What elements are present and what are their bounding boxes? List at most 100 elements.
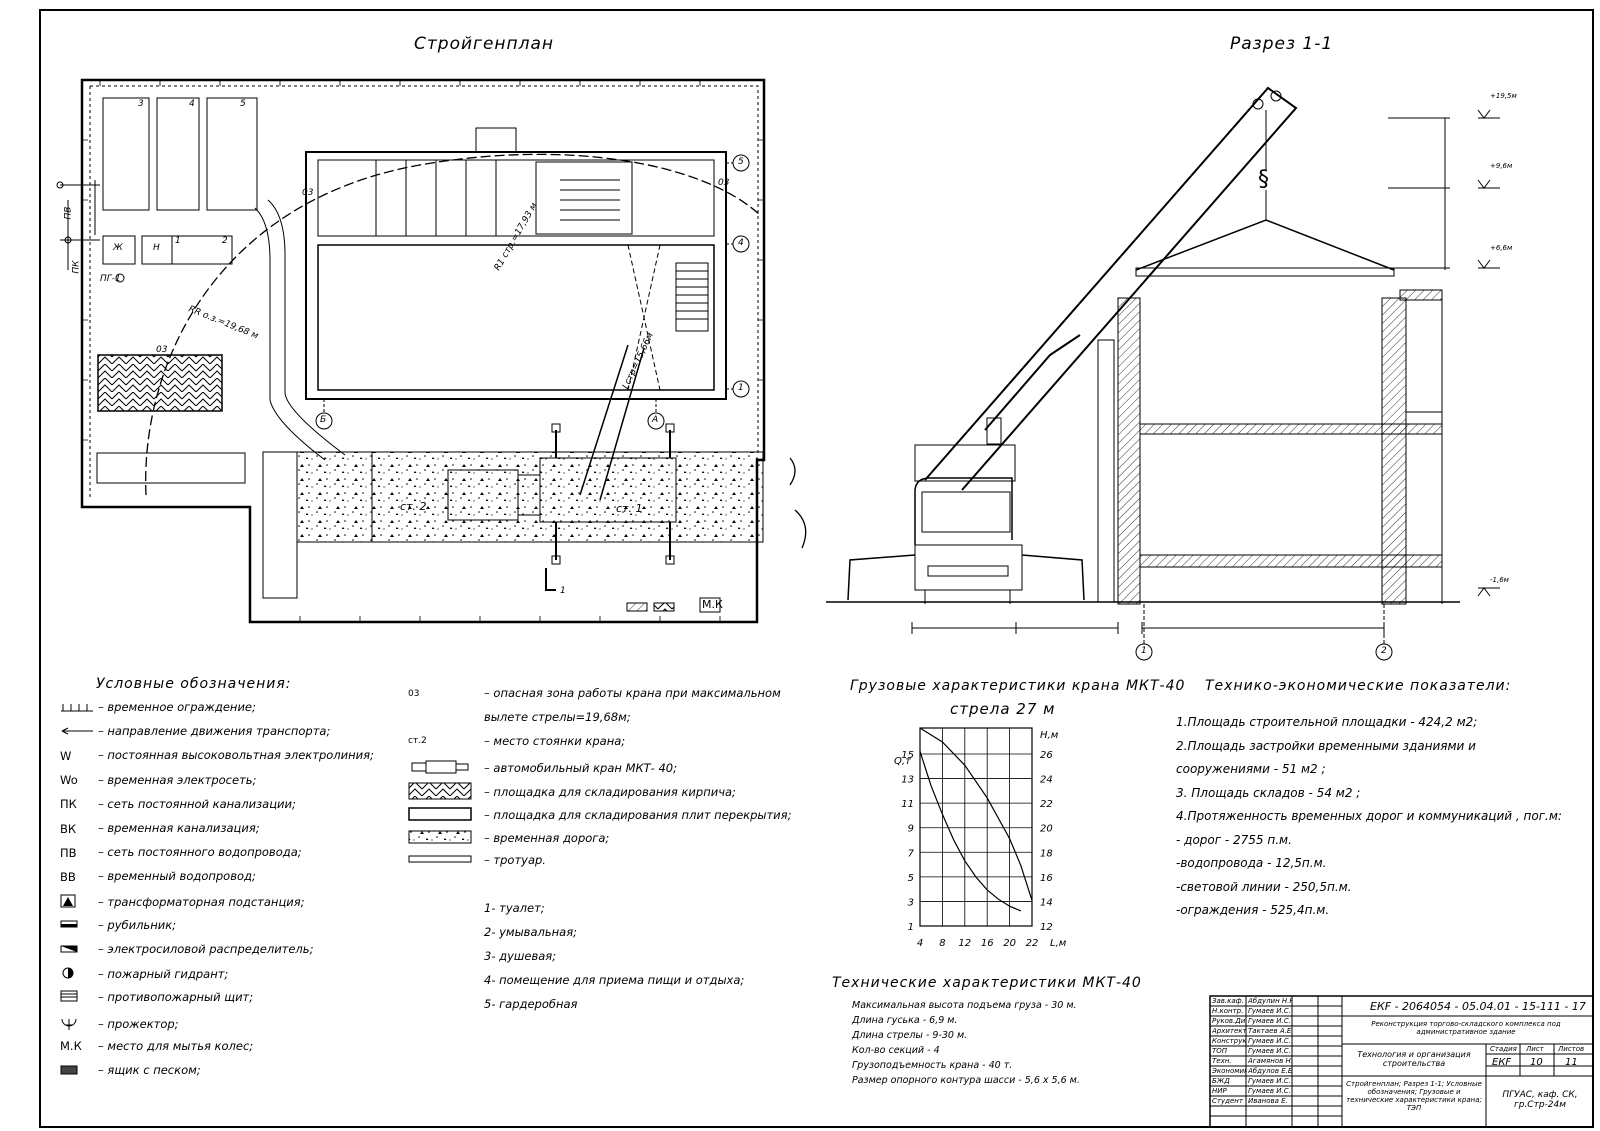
section-axis-1: 1 <box>1141 646 1147 656</box>
legend-right-item: вылете стрелы=19,68м; <box>408 710 631 724</box>
legend-symbol <box>60 894 98 911</box>
legend-symbol <box>408 854 484 867</box>
axis-5: 5 <box>738 157 744 167</box>
legend-text: – площадка для складирования кирпича; <box>484 784 736 799</box>
chart-y-right-tick: 14 <box>1040 897 1053 908</box>
elev-mid: +9,6м <box>1490 162 1513 170</box>
tb-role: Зав.каф. <box>1212 997 1244 1005</box>
legend-text: – тротуар. <box>484 853 546 868</box>
legend-text: – сеть постоянного водопровода; <box>98 845 302 860</box>
legend-text: – временная дорога; <box>484 831 610 846</box>
sheet-frame <box>39 9 1594 1128</box>
legend-symbol <box>60 725 98 739</box>
tb-role: Конструкции <box>1212 1037 1246 1045</box>
tb-person: Абдулов Е.Е. <box>1248 1067 1292 1075</box>
temporary-road <box>296 451 764 543</box>
section-wall-right <box>1381 297 1407 605</box>
tb-person: Гумаев И.С. <box>1248 1037 1291 1045</box>
temporary-huts <box>102 97 258 265</box>
legend-left-item: – ящик с песком; <box>60 1063 201 1078</box>
hut-zh: Ж <box>113 243 123 253</box>
hut-num-2: 2 <box>222 236 228 246</box>
tb-role: ТОП <box>1212 1047 1228 1055</box>
chart-x-tick: 22 <box>1026 938 1039 949</box>
legend-text: – временное ограждение; <box>98 700 256 714</box>
legend-text: 3- душевая; <box>484 948 557 963</box>
fence-ticks <box>82 80 764 622</box>
crane-danger-zone <box>145 153 761 496</box>
chart-y-right-tick: 18 <box>1040 848 1053 859</box>
tb-person: Тактаев А.Е. <box>1248 1027 1292 1035</box>
hut-num-3: 3 <box>138 99 144 109</box>
legend-symbol <box>60 1015 98 1034</box>
legend-right-item: ст.2– место стоянки крана; <box>408 734 625 748</box>
chart-y-left-tick: 7 <box>908 848 915 859</box>
legend-text: 5- гардеробная <box>484 996 578 1011</box>
tb-person: Гумаев И.С. <box>1248 1017 1291 1025</box>
tb-role: Техн. <box>1212 1057 1232 1065</box>
tb-role: Руков.Дипл. <box>1212 1017 1246 1025</box>
legend-left-item: – трансформаторная подстанция; <box>60 894 305 911</box>
legend-text: – площадка для складирования плит перекр… <box>484 807 792 822</box>
legend-text: – автомобильный кран МКТ- 40; <box>484 760 677 775</box>
hydrant-label: ПГ-1 <box>100 274 121 284</box>
legend-text: – прожектор; <box>98 1016 179 1031</box>
building-outline <box>305 127 727 400</box>
tb-sheets-header: Листов <box>1558 1045 1585 1053</box>
tb-role: БЖД <box>1212 1077 1230 1085</box>
zone-label-left: 03 <box>156 345 168 355</box>
tb-section: Технология и организация строительства <box>1357 1050 1471 1068</box>
chart-y-left-tick: 13 <box>901 775 914 786</box>
legend-symbol <box>60 943 98 957</box>
legend-text: – направление движения транспорта; <box>98 724 331 739</box>
legend-left-item: Wo– временная электросеть; <box>60 773 256 788</box>
legend-right-item: 4- помещение для приема пищи и отдыха; <box>408 973 744 987</box>
chart-x-tick: 12 <box>958 938 971 949</box>
tech-spec-item: Длина гуська - 6,9 м. <box>852 1015 958 1026</box>
legend-symbol <box>60 701 98 715</box>
legend-right-item: 5- гардеробная <box>408 997 577 1011</box>
hut-num-5: 5 <box>240 99 246 109</box>
tech-spec-item: Максимальная высота подъема груза - 30 м… <box>852 1000 1077 1011</box>
zone-label-right: 03 <box>718 178 730 188</box>
tb-role: Студент <box>1212 1097 1243 1105</box>
legend-left-item: ПВ– сеть постоянного водопровода; <box>60 845 302 860</box>
legend-right-item: 3- душевая; <box>408 949 556 963</box>
legend-left-item: – направление движения транспорта; <box>60 724 330 739</box>
elev-ground: -1,6м <box>1490 576 1509 584</box>
legend-text: – опасная зона работы крана при максимал… <box>484 686 781 700</box>
tep-item: 2.Площадь застройки временными зданиями … <box>1176 738 1476 753</box>
legend-symbol <box>408 806 484 825</box>
elev-low: +6,6м <box>1490 244 1513 252</box>
chart-y-right-tick: 12 <box>1040 922 1053 933</box>
tep-item: -ограждения - 525,4п.м. <box>1176 903 1330 917</box>
tb-person: Гумаев И.С. <box>1248 1007 1291 1015</box>
legend-text: 2- умывальная; <box>484 925 577 939</box>
hut-n: Н <box>153 243 160 253</box>
tb-person: Гумаев И.С. <box>1248 1047 1291 1055</box>
tb-role: Архитект. <box>1212 1027 1246 1035</box>
legend-right-item: – площадка для складирования кирпича; <box>408 782 736 803</box>
legend-symbol <box>408 758 484 779</box>
elev-top: +19,5м <box>1490 92 1517 100</box>
tb-sheets: 11 <box>1565 1057 1578 1068</box>
legend-text: – рубильник; <box>98 917 177 932</box>
tep-item: 1.Площадь строительной площадки - 424,2 … <box>1176 715 1478 729</box>
wheel-wash: М.К <box>702 598 723 611</box>
site-plan <box>56 78 807 624</box>
chart-y-right-tick: 20 <box>1040 824 1053 835</box>
tb-person: Гумаев И.С. <box>1248 1077 1291 1085</box>
tep-item: - дорог - 2755 п.м. <box>1176 832 1292 847</box>
legend-text: – временная канализация; <box>98 821 260 835</box>
legend-right-item: 1- туалет; <box>408 901 545 915</box>
legend-symbol <box>408 782 484 803</box>
chart-x-tick: 4 <box>917 938 923 949</box>
tb-person: Гумаев И.С. <box>1248 1087 1291 1095</box>
tech-spec-item: Длина стрелы - 9-30 м. <box>852 1030 968 1041</box>
axis-a: А <box>652 415 659 425</box>
legend-left-item: – противопожарный щит; <box>60 990 253 1005</box>
legend-text: – пожарный гидрант; <box>98 967 229 982</box>
tech-spec-item: Грузоподъемность крана - 40 т. <box>852 1060 1013 1071</box>
